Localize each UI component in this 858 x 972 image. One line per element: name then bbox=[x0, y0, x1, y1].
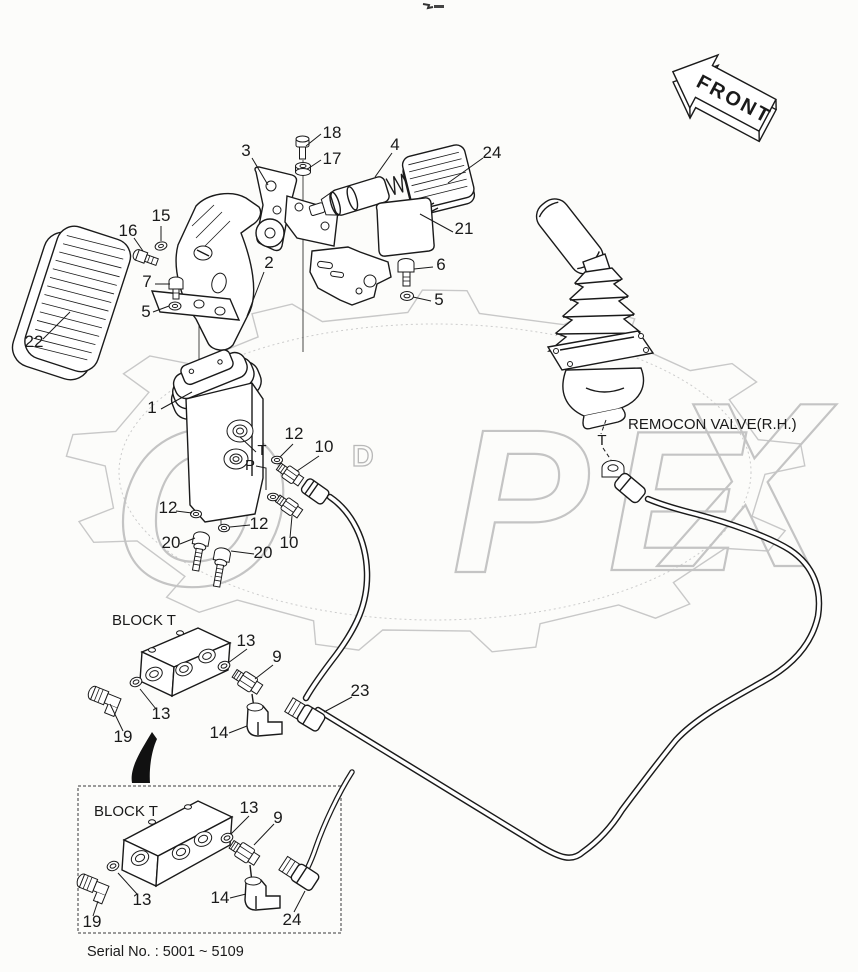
callout-16: 16 bbox=[119, 221, 138, 240]
port-t-label: T bbox=[257, 442, 266, 459]
watermark-letter-p: P bbox=[452, 387, 590, 616]
inset-pointer-arrow bbox=[131, 732, 157, 783]
link-plate-part3 bbox=[254, 166, 298, 252]
callout-labels: 18 17 3 4 24 21 6 5 16 15 7 5 2 22 1 12 … bbox=[25, 123, 502, 931]
nut-17 bbox=[295, 162, 311, 176]
callout-20-a: 20 bbox=[162, 533, 181, 552]
callout-10-a: 10 bbox=[315, 437, 334, 456]
elbow-14-main bbox=[246, 702, 283, 737]
inset-border bbox=[77, 785, 342, 934]
callout-20-b: 20 bbox=[254, 543, 273, 562]
pilot-hose bbox=[304, 495, 369, 700]
print-artifact bbox=[422, 3, 444, 10]
fitting-9-main bbox=[231, 668, 264, 695]
fitting-10-upper bbox=[275, 462, 305, 487]
oring-12-bolt-b bbox=[218, 523, 230, 533]
remocon-elbow-fitting bbox=[600, 419, 646, 504]
callout-24-inset: 24 bbox=[283, 910, 302, 929]
hose-23-end-fitting bbox=[284, 697, 326, 732]
inset-box bbox=[76, 769, 355, 934]
block-t-main-title: BLOCK T bbox=[112, 612, 176, 629]
callout-9-main: 9 bbox=[272, 647, 281, 666]
hose-24-end-fitting bbox=[278, 855, 320, 891]
callout-23: 23 bbox=[351, 681, 370, 700]
callout-14-inset: 14 bbox=[211, 888, 230, 907]
bolt-16 bbox=[132, 249, 159, 267]
nut-5-right bbox=[400, 291, 414, 301]
elbow-14-inset bbox=[244, 876, 281, 911]
callout-1: 1 bbox=[147, 398, 156, 417]
oring-13-inset-right bbox=[220, 832, 234, 844]
callout-12-b: 12 bbox=[159, 498, 178, 517]
callout-12-c: 12 bbox=[250, 514, 269, 533]
watermark-letter-e: E bbox=[608, 390, 747, 613]
callout-12-a: 12 bbox=[285, 424, 304, 443]
callout-24-top: 24 bbox=[483, 143, 502, 162]
pilot-valve-part1 bbox=[170, 349, 264, 523]
callout-17: 17 bbox=[323, 149, 342, 168]
callout-5-left: 5 bbox=[141, 302, 150, 321]
callout-3: 3 bbox=[241, 141, 250, 160]
callout-4: 4 bbox=[390, 135, 399, 154]
watermark-stray-d: D bbox=[352, 440, 374, 473]
callout-19-main: 19 bbox=[114, 727, 133, 746]
block-t-inset bbox=[121, 800, 234, 888]
callout-13-inset-b: 13 bbox=[133, 890, 152, 909]
fitting-9-inset bbox=[228, 839, 261, 866]
remocon-port-t-label: T bbox=[597, 432, 606, 449]
remocon-title: REMOCON VALVE(R.H.) bbox=[628, 416, 797, 433]
bolt-18 bbox=[295, 135, 310, 160]
nut-5-left bbox=[168, 301, 182, 311]
elbow-19-main bbox=[87, 685, 122, 718]
callout-13-main-right: 13 bbox=[237, 631, 256, 650]
callout-13-main-left: 13 bbox=[152, 704, 171, 723]
opex-watermark: O P E X D bbox=[111, 352, 838, 634]
lower-bracket bbox=[309, 246, 392, 306]
elbow-19-inset bbox=[76, 873, 110, 905]
plate-21 bbox=[375, 197, 435, 257]
callout-10-b: 10 bbox=[280, 533, 299, 552]
callout-2: 2 bbox=[264, 253, 273, 272]
block-t-inset-title: BLOCK T bbox=[94, 803, 158, 820]
bolt-20-b bbox=[212, 547, 231, 588]
valve-fittings bbox=[190, 455, 330, 588]
clip-15 bbox=[154, 241, 168, 251]
callout-13-inset-a: 13 bbox=[240, 798, 259, 817]
port-p-label: P bbox=[245, 457, 255, 474]
serial-number-note: Serial No. : 5001 ~ 5109 bbox=[87, 944, 244, 960]
callout-21: 21 bbox=[455, 219, 474, 238]
foot-pedal-left bbox=[11, 225, 132, 381]
callout-6: 6 bbox=[436, 255, 445, 274]
remocon-joystick bbox=[535, 198, 655, 430]
callout-5-right: 5 bbox=[434, 290, 443, 309]
watermark-letter-x: X bbox=[657, 353, 837, 616]
fitting-10-lower bbox=[274, 494, 304, 519]
pedal-arm-part2 bbox=[150, 192, 262, 351]
callout-18: 18 bbox=[323, 123, 342, 142]
oring-12-top bbox=[271, 455, 283, 465]
callout-19-inset: 19 bbox=[83, 912, 102, 931]
hose-24-inset bbox=[305, 770, 354, 871]
hose-end-socket-valve bbox=[300, 478, 330, 505]
bolt-20-a bbox=[191, 531, 210, 572]
pedal-arm-assembly bbox=[132, 135, 476, 526]
bolt-7 bbox=[168, 276, 184, 300]
callout-22: 22 bbox=[25, 332, 44, 351]
front-arrow: FRONT bbox=[671, 53, 778, 143]
callout-9-inset: 9 bbox=[273, 808, 282, 827]
oring-13-inset-left bbox=[106, 860, 120, 872]
oring-12-bolt-a bbox=[190, 509, 202, 519]
block-t-main bbox=[87, 627, 326, 737]
pedal-pad-24 bbox=[401, 144, 476, 216]
oring-13-left bbox=[129, 676, 143, 688]
leader-lines bbox=[42, 133, 484, 917]
oring-13-right bbox=[217, 660, 231, 672]
hose-23 bbox=[316, 497, 821, 860]
bolt-6 bbox=[397, 258, 415, 287]
callout-7: 7 bbox=[142, 272, 151, 291]
callout-15: 15 bbox=[152, 206, 171, 225]
callout-14-main: 14 bbox=[210, 723, 229, 742]
